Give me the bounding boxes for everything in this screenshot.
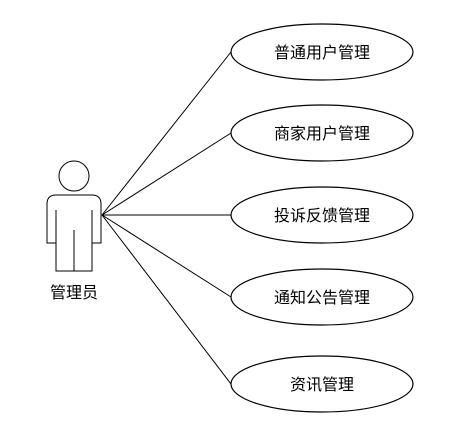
use-case-label: 资讯管理 bbox=[290, 375, 354, 394]
use-case-3: 投诉反馈管理 bbox=[230, 186, 414, 244]
use-case-label: 投诉反馈管理 bbox=[274, 206, 370, 225]
association-line-2 bbox=[101, 132, 232, 216]
use-case-ellipse bbox=[230, 23, 414, 81]
use-case-ellipse bbox=[230, 268, 414, 326]
use-case-1: 普通用户管理 bbox=[230, 23, 414, 81]
association-line-4 bbox=[101, 214, 232, 298]
use-case-5: 资讯管理 bbox=[230, 355, 414, 413]
associations bbox=[101, 51, 232, 385]
association-line-5 bbox=[101, 214, 232, 385]
stick-figure-icon bbox=[46, 160, 102, 272]
use-case-label: 通知公告管理 bbox=[274, 288, 370, 307]
use-case-label: 商家用户管理 bbox=[274, 124, 370, 143]
use-case-ellipse bbox=[230, 355, 414, 413]
actor-label: 管理员 bbox=[50, 283, 98, 302]
use-case-2: 商家用户管理 bbox=[230, 104, 414, 162]
use-case-label: 普通用户管理 bbox=[274, 43, 370, 62]
use-case-ellipse bbox=[230, 186, 414, 244]
actor: 管理员 bbox=[46, 160, 102, 302]
use-case-4: 通知公告管理 bbox=[230, 268, 414, 326]
use-case-ellipse bbox=[230, 104, 414, 162]
association-line-1 bbox=[101, 51, 232, 216]
